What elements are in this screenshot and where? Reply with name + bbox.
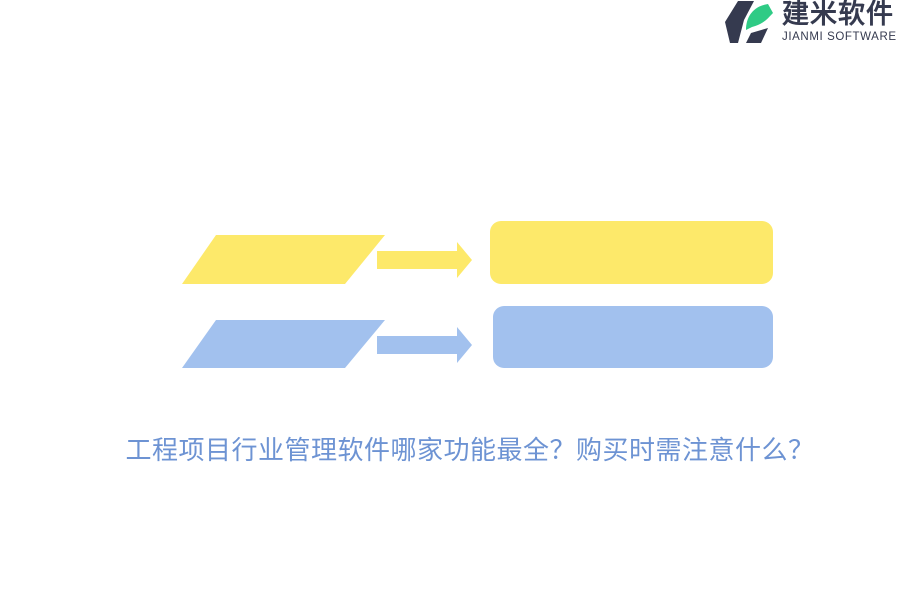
output-box-2 — [493, 306, 773, 368]
brand-logo: 建米软件 JIANMI SOFTWARE — [724, 0, 900, 46]
output-box-1 — [490, 221, 773, 284]
logo-name-cn: 建米软件 — [782, 0, 894, 30]
input-parallelogram-2 — [182, 320, 385, 368]
arrow-right-icon-1 — [377, 242, 472, 278]
jianmi-logo-icon — [725, 1, 773, 43]
page-title: 工程项目行业管理软件哪家功能最全？购买时需注意什么？ — [125, 436, 815, 466]
input-parallelogram-1 — [182, 235, 385, 284]
logo-name-en: JIANMI SOFTWARE — [782, 31, 897, 43]
arrow-right-icon-2 — [377, 327, 472, 363]
